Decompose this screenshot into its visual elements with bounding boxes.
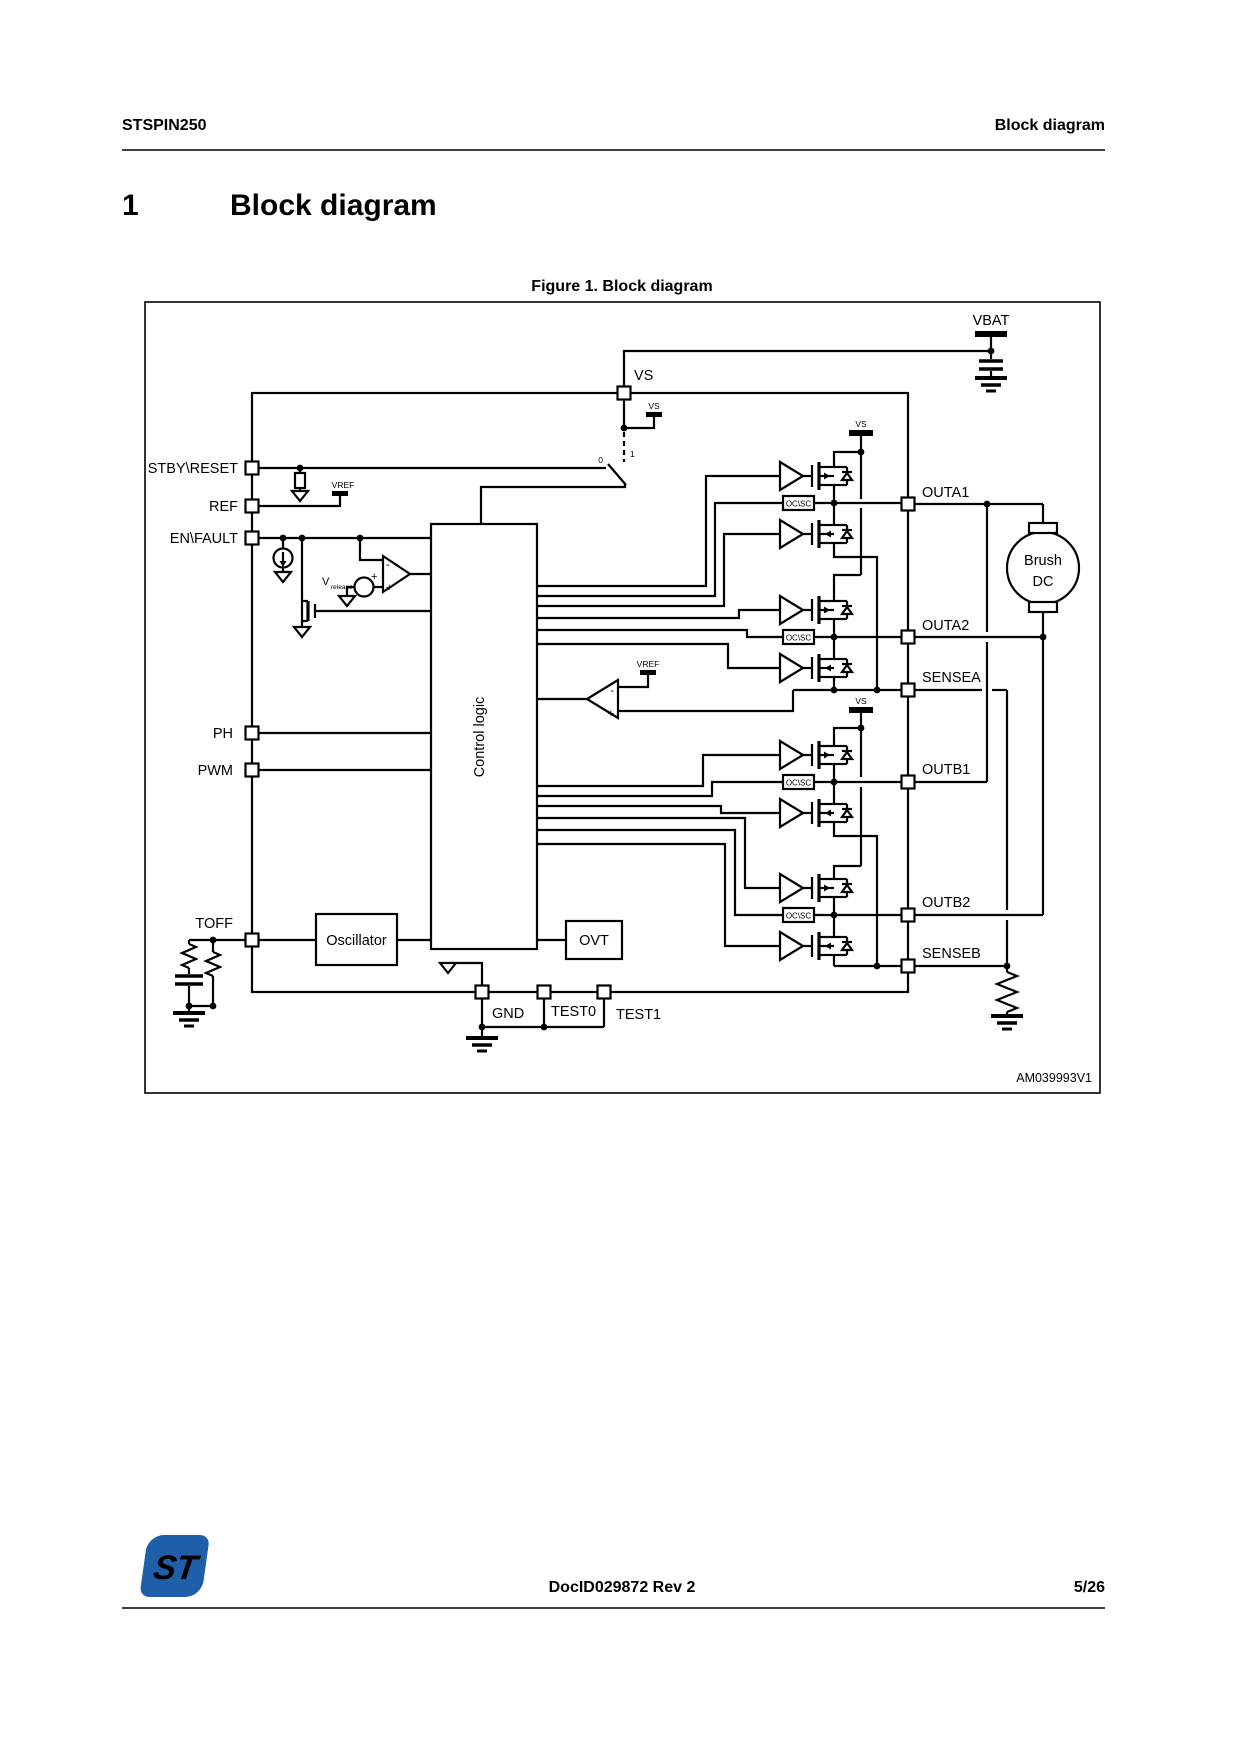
pin-outa2 bbox=[900, 629, 916, 645]
fault-comparator bbox=[381, 553, 412, 595]
ovt-block bbox=[564, 919, 624, 961]
figure-frame bbox=[144, 301, 1101, 1094]
pin-sensea bbox=[900, 682, 916, 698]
pin-outb2 bbox=[900, 907, 916, 923]
label-outa1: OUTA1 bbox=[922, 485, 969, 501]
pin-pwm bbox=[244, 762, 260, 778]
ic-pins bbox=[244, 385, 916, 1000]
footer: ST DocID029872 Rev 2 5/26 bbox=[122, 1535, 1105, 1609]
label-pwm: PWM bbox=[198, 763, 233, 779]
label-outa2: OUTA2 bbox=[922, 618, 969, 634]
half-bridge-b2 bbox=[780, 871, 901, 963]
sense-comparator-net: - + VREF bbox=[537, 659, 795, 720]
pin-labels: STBY\RESET REF EN\FAULT PH PWM TOFF OUTA… bbox=[148, 461, 981, 1023]
half-bridge-a1 bbox=[780, 459, 901, 551]
phase-a: VS bbox=[537, 419, 901, 694]
pin-test0 bbox=[536, 984, 552, 1000]
half-bridge-b1 bbox=[780, 738, 901, 830]
pin-gnd bbox=[474, 984, 490, 1000]
label-senseb: SENSEB bbox=[922, 946, 981, 962]
vs-small-label: VS bbox=[648, 401, 660, 411]
figure-caption: Figure 1. Block diagram bbox=[531, 278, 712, 295]
pin-vs bbox=[616, 385, 632, 401]
fault-comp-minus: - bbox=[386, 559, 390, 571]
vref-label-2: VREF bbox=[637, 659, 660, 669]
vrelease-sub: release bbox=[331, 584, 353, 591]
toff-resistor-2 bbox=[203, 950, 223, 978]
label-test1: TEST1 bbox=[616, 1007, 661, 1023]
motor-label-2: DC bbox=[1033, 574, 1054, 590]
half-bridge-a2 bbox=[780, 593, 901, 685]
control-logic-label: Control logic bbox=[472, 697, 488, 778]
switch-0: 0 bbox=[598, 455, 603, 465]
sense-comparator bbox=[584, 678, 620, 720]
footer-page: 5/26 bbox=[1074, 1579, 1105, 1596]
label-ref: REF bbox=[209, 499, 238, 515]
switch-1: 1 bbox=[630, 449, 635, 459]
vs-vbat-net: VBAT VS bbox=[622, 313, 1010, 393]
section-title: Block diagram bbox=[230, 189, 437, 222]
sense-external-net bbox=[914, 688, 1025, 1031]
standby-switch-net: VS 0 1 bbox=[479, 400, 662, 524]
label-test0: TEST0 bbox=[551, 1004, 596, 1020]
ph-pwm-nets bbox=[258, 731, 431, 772]
stby-net bbox=[258, 464, 606, 503]
pin-stby-reset bbox=[244, 460, 260, 476]
label-ph: PH bbox=[213, 726, 233, 742]
motor-label-1: Brush bbox=[1024, 553, 1062, 569]
header-product: STSPIN250 bbox=[122, 117, 207, 134]
footer-docid: DocID029872 Rev 2 bbox=[549, 1579, 696, 1596]
label-stby-reset: STBY\RESET bbox=[148, 461, 238, 477]
control-logic-block bbox=[429, 522, 539, 951]
pin-ref bbox=[244, 498, 260, 514]
label-en-fault: EN\FAULT bbox=[170, 531, 238, 547]
pin-senseb bbox=[900, 958, 916, 974]
label-outb1: OUTB1 bbox=[922, 762, 970, 778]
st-logo-text: ST bbox=[151, 1549, 203, 1587]
oscillator-block bbox=[314, 912, 399, 967]
fault-comp-plus: + bbox=[386, 582, 392, 594]
label-outb2: OUTB2 bbox=[922, 895, 970, 911]
gnd-test-net bbox=[438, 961, 606, 1053]
vbat-label: VBAT bbox=[973, 313, 1010, 329]
header-section: Block diagram bbox=[995, 117, 1105, 134]
pin-ph bbox=[244, 725, 260, 741]
ref-net: VREF bbox=[258, 480, 355, 508]
ovt-label: OVT bbox=[579, 933, 609, 949]
pin-test1 bbox=[596, 984, 612, 1000]
vrelease-plus: + bbox=[371, 571, 377, 583]
phase-b: VS bbox=[537, 696, 901, 970]
sense-comp-plus: + bbox=[608, 708, 614, 720]
toff-resistor-1 bbox=[179, 942, 199, 970]
st-logo: ST bbox=[140, 1535, 209, 1597]
label-toff: TOFF bbox=[195, 916, 233, 932]
vs-small-b: VS bbox=[855, 696, 867, 706]
vrelease-v: V bbox=[322, 576, 330, 588]
label-gnd: GND bbox=[492, 1006, 524, 1022]
motor-net: Brush DC bbox=[914, 500, 1081, 917]
pulldown-resistor bbox=[293, 471, 307, 490]
enfault-net: - + + V release bbox=[258, 534, 431, 639]
pin-outb1 bbox=[900, 774, 916, 790]
oscillator-label: Oscillator bbox=[326, 933, 387, 949]
section-number: 1 bbox=[122, 189, 139, 222]
switch-blade bbox=[607, 463, 627, 486]
pin-outa1 bbox=[900, 496, 916, 512]
figure-code: AM039993V1 bbox=[1016, 1071, 1092, 1085]
toff-net bbox=[171, 936, 246, 1028]
vs-pin-label: VS bbox=[634, 368, 653, 384]
sense-resistor bbox=[994, 970, 1020, 1014]
label-sensea: SENSEA bbox=[922, 670, 981, 686]
pin-en-fault bbox=[244, 530, 260, 546]
vs-small-a: VS bbox=[855, 419, 867, 429]
sense-comp-minus: - bbox=[610, 685, 614, 697]
vref-label-1: VREF bbox=[332, 480, 355, 490]
pin-toff bbox=[244, 932, 260, 948]
